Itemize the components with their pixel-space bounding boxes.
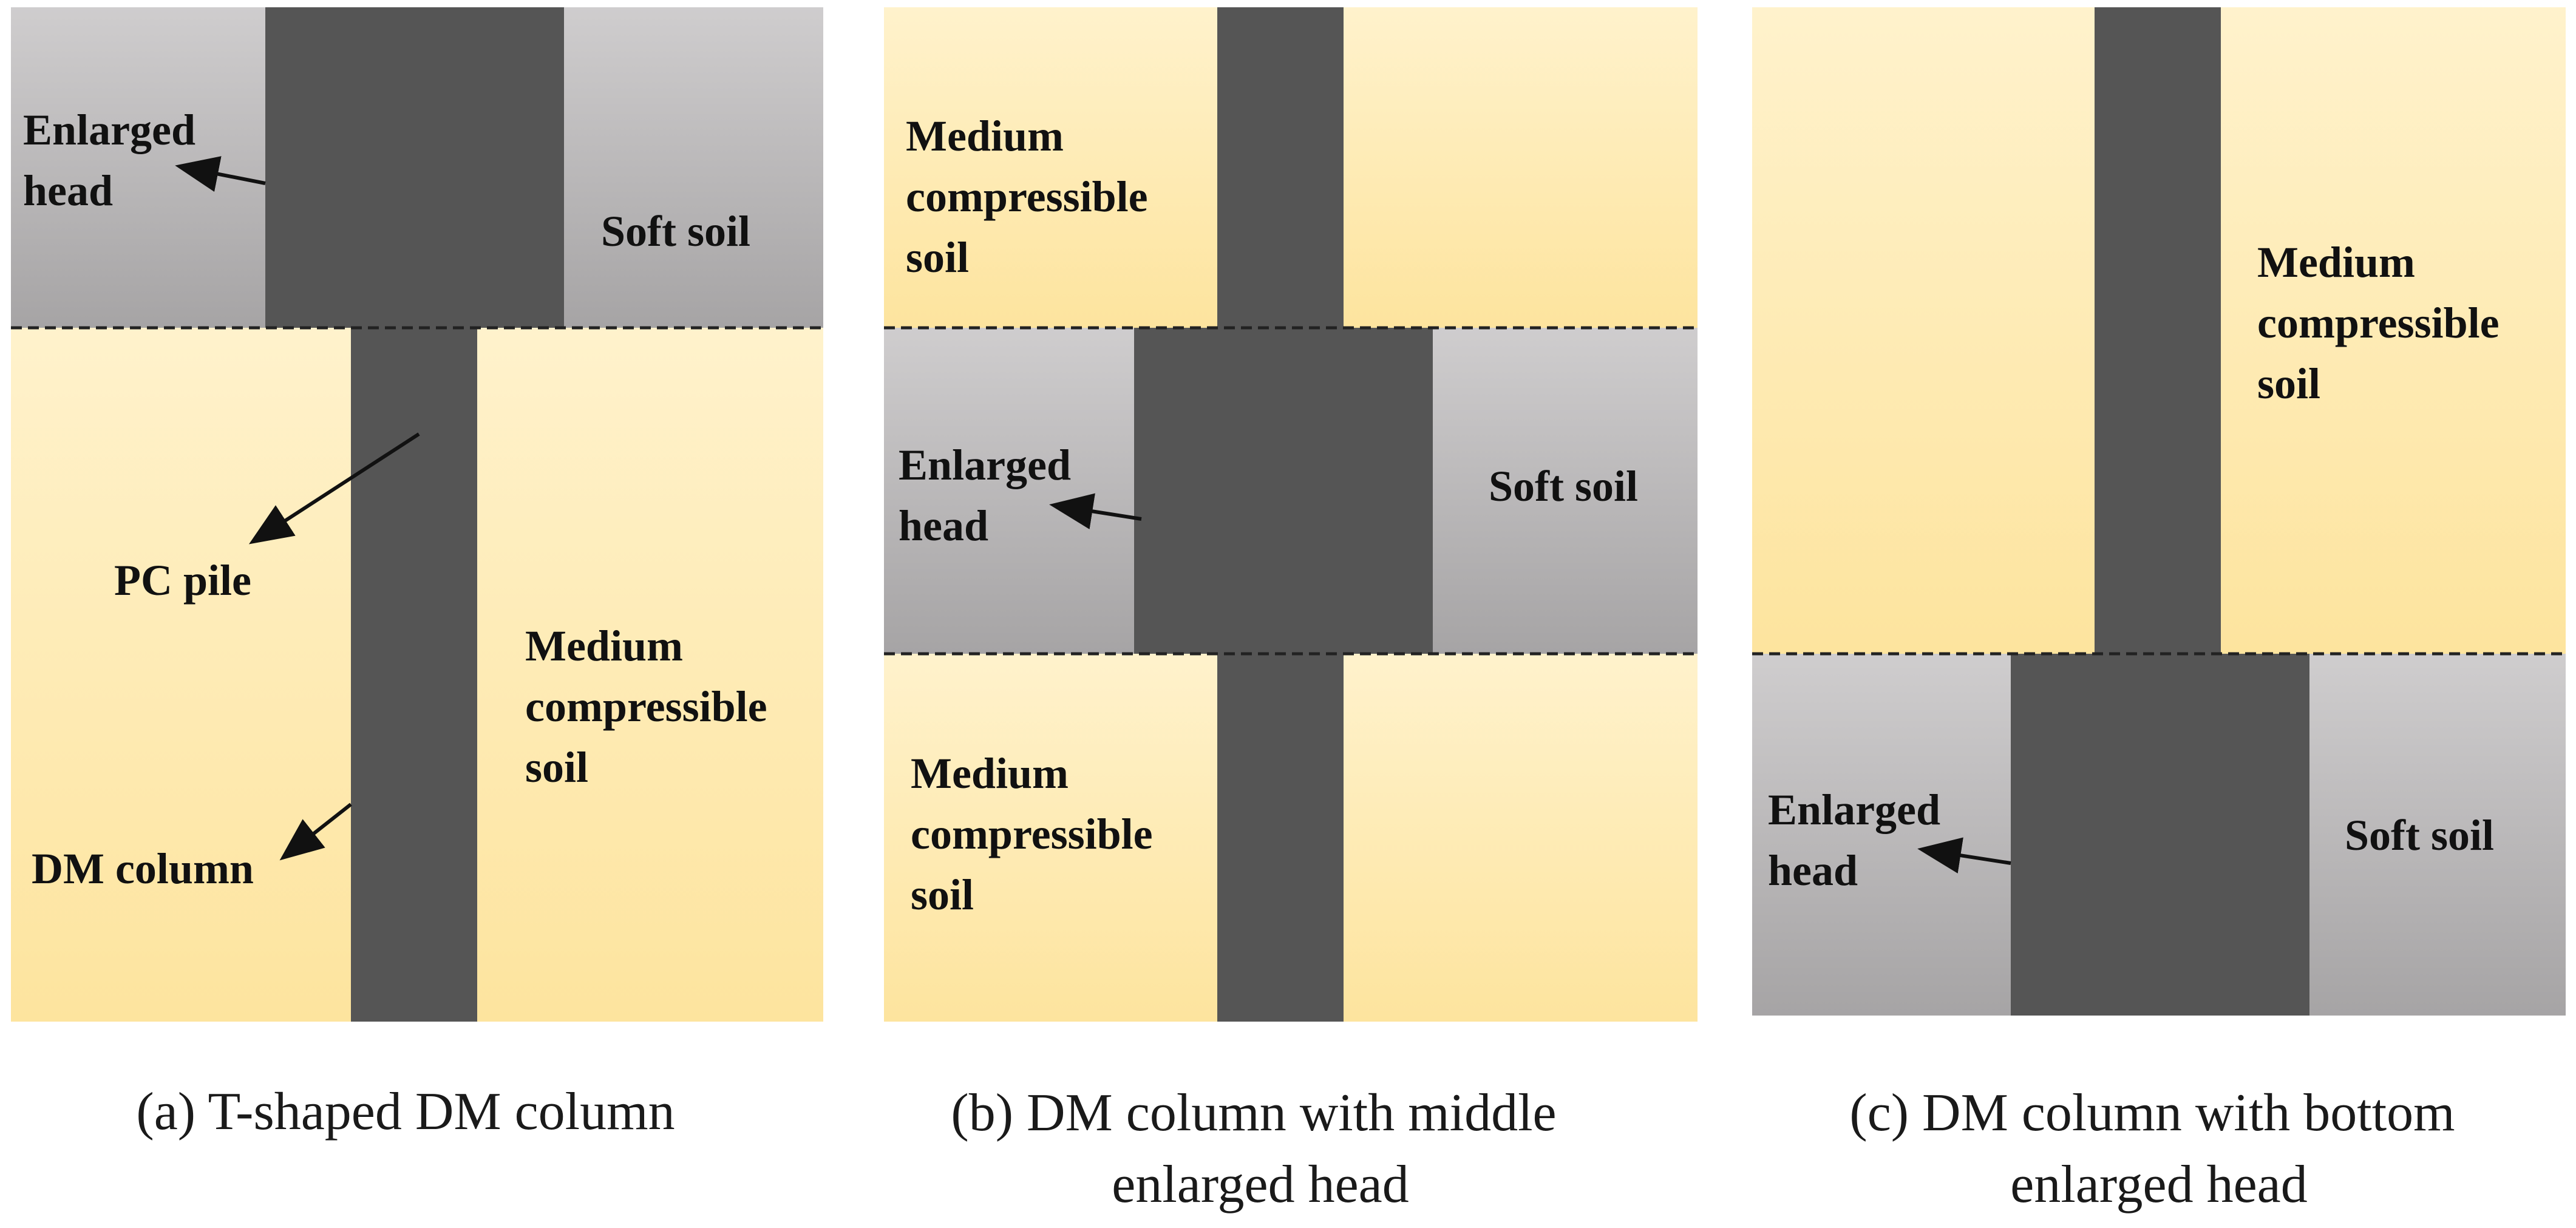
soft-soil-label: Soft soil: [1489, 462, 1638, 511]
pc-pile-label: PC pile: [114, 556, 251, 605]
dm-column-shaft: [2095, 7, 2221, 654]
enlarged-head-arrow: [175, 156, 266, 192]
enlarged-head-label: Enlarged head: [1768, 785, 1951, 895]
dm-column-shaft: [351, 328, 477, 1022]
dm-column-shaft-lower: [1217, 654, 1344, 1022]
enlarged-head-label: Enlarged head: [23, 106, 206, 215]
panel-c-caption: (c) DM column with bottom enlarged head: [1849, 1084, 2468, 1214]
pc-pile-arrow: [248, 432, 420, 544]
enlarged-head-block: [2011, 654, 2309, 1016]
soft-soil-label: Soft soil: [601, 207, 750, 256]
medium-compressible-soil-label-top: Medium compressible soil: [906, 112, 1159, 282]
enlarged-head-block: [1134, 328, 1433, 654]
dm-column-shaft-upper: [1217, 7, 1344, 328]
enlarged-head-label: Enlarged head: [899, 441, 1082, 550]
panel-a: Enlarged head Soft soil PC pile Medium c…: [11, 7, 823, 1141]
panel-b-caption: (b) DM column with middle enlarged head: [951, 1084, 1569, 1214]
soft-soil-label: Soft soil: [2345, 811, 2494, 860]
enlarged-head-block: [265, 7, 564, 328]
panel-a-caption: (a) T-shaped DM column: [136, 1082, 675, 1141]
enlarged-head-arrow: [1917, 837, 2011, 874]
medium-compressible-soil-label: Medium compressible soil: [2257, 238, 2510, 408]
panel-c: Medium compressible soil Enlarged head S…: [1752, 7, 2566, 1214]
enlarged-head-arrow: [1049, 493, 1142, 529]
panel-b: Medium compressible soil Enlarged head S…: [884, 7, 1698, 1214]
medium-compressible-soil-label-bottom: Medium compressible soil: [911, 749, 1164, 919]
dm-column-label: DM column: [32, 844, 254, 893]
medium-compressible-soil-label: Medium compressible soil: [525, 622, 778, 792]
dm-column-arrow: [279, 802, 352, 861]
